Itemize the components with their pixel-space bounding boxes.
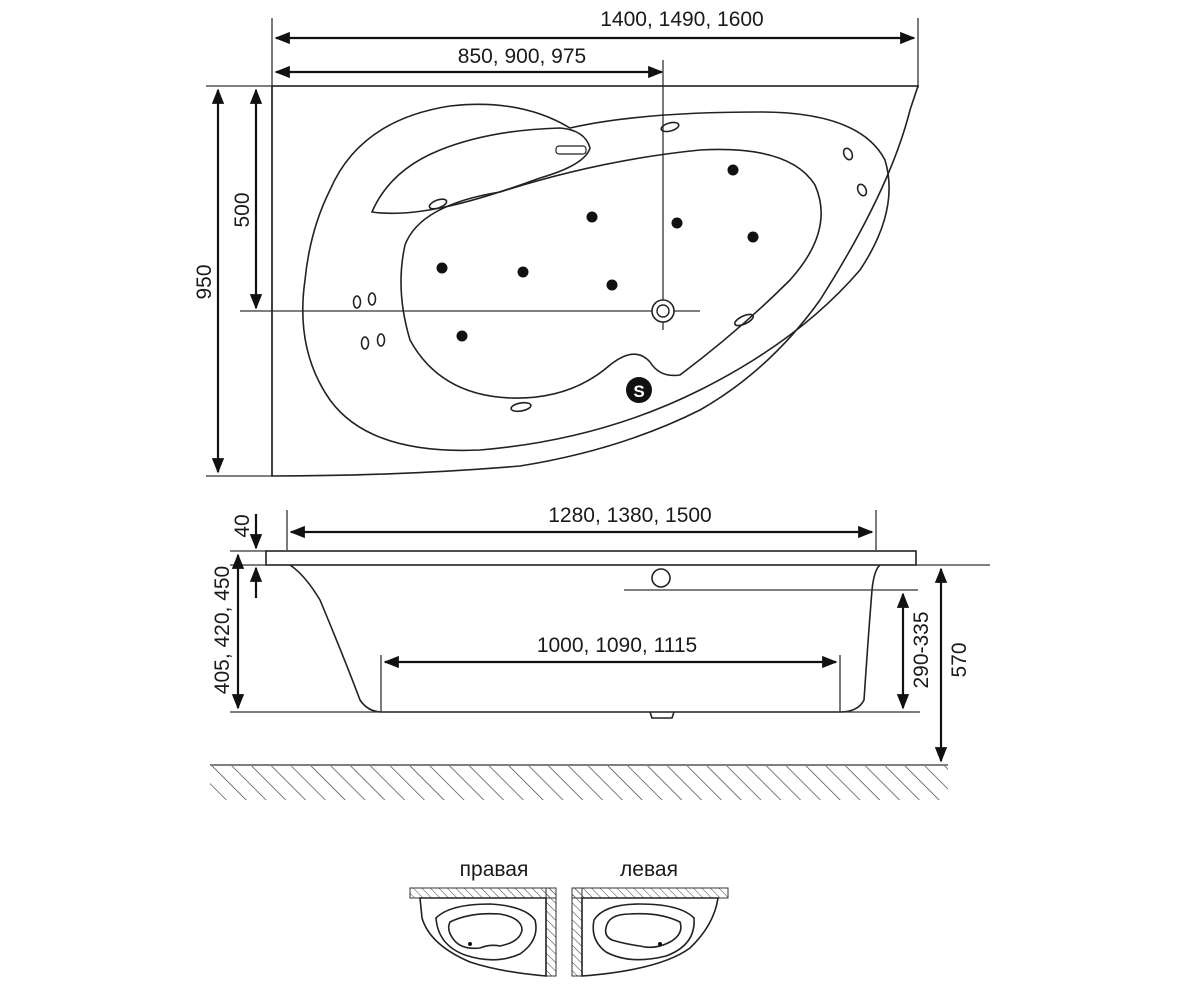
drain-outer-ring [651,299,675,323]
bathtub-rim [302,103,890,452]
total-height-label: 570 [948,642,971,677]
drain-width-label: 850, 900, 975 [458,45,586,68]
air-jets [436,164,759,342]
air-jet-dot [586,211,598,223]
air-jet-dot [727,164,739,176]
right-variant-thumbnail [409,887,557,977]
air-jet-dot [456,330,468,342]
right-variant-shell [419,897,547,977]
right-variant-wall-top [409,887,557,899]
hydro-jet-oval [367,292,377,306]
drain-depth-label: 500 [231,192,254,227]
hydro-jet-oval [510,401,532,413]
left-variant-rim [592,903,695,961]
bathtub-rim-profile [265,550,917,566]
right-variant-basin [447,912,523,950]
hydro-jet-oval [376,333,386,347]
hydro-jet-oval [733,313,755,327]
right-variant-wall-side [545,887,557,977]
bottom-length-label: 1000, 1090, 1115 [537,634,697,657]
control-badge-icon [626,377,652,403]
left-variant-basin [604,912,682,949]
left-variant-wall-side [571,887,583,977]
left-variant-thumbnail [571,887,729,977]
rim-thickness-label: 40 [231,514,254,537]
left-variant-label: левая [620,858,678,881]
hydro-jet-oval [360,336,370,350]
air-jet-dot [671,217,683,229]
bathtub-foot [649,711,675,719]
air-jet-dot [606,279,618,291]
headrest-grip [555,145,587,155]
hydro-jet-oval [428,198,448,210]
air-jet-dot [747,231,759,243]
hydro-jet-oval [842,147,854,161]
headrest-pillow [370,127,591,215]
hydro-jet-oval [352,295,362,309]
right-variant-rim [435,903,537,961]
bath-height-label: 405, 420, 450 [211,566,234,694]
right-variant-jet [468,942,472,946]
floor-hatch [210,766,948,800]
top-view: 1400, 1490, 1600 850, 900, 975 500 950 S [193,8,920,477]
drain-inner-ring [656,304,670,318]
left-variant-jet [658,942,662,946]
overall-width-label: 1400, 1490, 1600 [600,8,764,31]
overflow-icon [651,568,671,588]
hydro-jets [352,121,868,413]
overflow-height-label: 290-335 [910,611,933,688]
bathtub-inner-basin [400,148,822,399]
overall-depth-label: 950 [193,264,216,299]
rim-width-label: 1280, 1380, 1500 [548,504,712,527]
air-jet-dot [517,266,529,278]
hydro-jet-oval [856,183,868,197]
right-variant-label: правая [460,858,529,881]
left-variant-wall-top [571,887,729,899]
air-jet-dot [436,262,448,274]
bathtub-outer-shell [271,85,920,477]
control-badge-letter: S [633,382,644,401]
left-variant-shell [581,897,719,977]
hydro-jet-oval [660,121,680,133]
side-view: 1280, 1380, 1500 40 405, 420, 450 1000, … [210,504,990,800]
variants: правая левая [409,858,729,977]
